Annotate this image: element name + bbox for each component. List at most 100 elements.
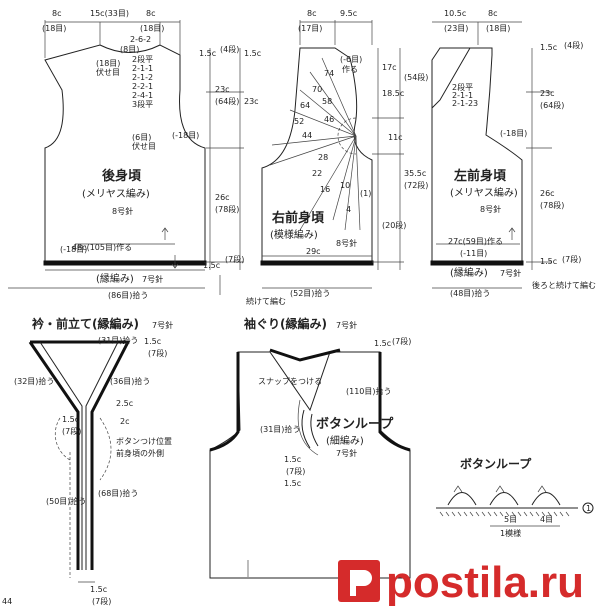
lf-top-dim-2: (23目) — [444, 24, 468, 33]
lf-width-note: 27c(59目)作る — [448, 236, 503, 246]
lf-arm-note-1: 2段平 — [452, 82, 473, 92]
back-h-7: 1.5c — [203, 261, 220, 270]
right-front-piece: 8c 9.5c (17目) (-6目) 作る 74 70 64 58 52 46… — [246, 9, 428, 306]
back-neck-note-1: 2-6-2 — [130, 35, 151, 44]
rf-neck-note: (-6目) — [340, 55, 362, 64]
back-h-5: 26c — [215, 193, 230, 202]
collar-dim-3: 2.5c — [116, 399, 133, 408]
back-side-label: (-18目) — [172, 131, 199, 140]
back-neck-note-4: 伏せ目 — [96, 67, 120, 77]
rf-row-4: 4 — [346, 205, 351, 214]
back-width-note: 48c(105目)作る — [72, 242, 132, 252]
back-arm-note-4: 2-2-1 — [132, 82, 153, 91]
armhole-loop-needle: 7号針 — [336, 448, 357, 458]
rf-h-5: 35.5c — [404, 169, 426, 178]
back-h-3: 23c — [215, 85, 230, 94]
rf-title: 右前身頃 — [271, 210, 325, 226]
armhole-dim-4: (7段) — [286, 466, 305, 476]
rf-top-dim-3: (17目) — [298, 24, 322, 33]
lf-hem-label: (縁編み) — [450, 266, 488, 279]
back-top-dim-left: 8c — [52, 9, 62, 18]
back-arm-note-7: (6目) — [132, 133, 151, 142]
rf-row-46: 46 — [324, 115, 334, 124]
lf-arm-note-2: 2-1-1 — [452, 91, 473, 100]
rf-row-16: 16 — [320, 185, 330, 194]
armhole-snap-note: スナップをつける — [258, 377, 322, 386]
lf-h-4: (64段) — [540, 100, 564, 110]
back-arm-note-1: 2段平 — [132, 54, 153, 64]
rf-h-4: 11c — [388, 133, 403, 142]
lf-top-dim-1: 10.5c — [444, 9, 466, 18]
lf-h-6: (78段) — [540, 200, 564, 210]
lf-bottom-count: (48目)拾う — [450, 288, 490, 298]
back-arm-note-3: 2-1-2 — [132, 73, 153, 82]
rf-row-58: 58 — [322, 97, 332, 106]
collar-count-1: (31目)拾う — [98, 335, 138, 345]
armhole-needle: 7号針 — [336, 320, 357, 330]
rf-row-74: 74 — [324, 69, 334, 78]
lf-bottom-note: 後ろと続けて編む — [532, 280, 596, 290]
back-h-8: (7段) — [225, 254, 244, 264]
button-loop-detail: ボタンループ 5目 1模様 4目 1 — [436, 456, 594, 538]
back-h-6: (78段) — [215, 204, 239, 214]
button-loop-marker: 1 — [586, 504, 591, 513]
collar-dim-1: 1.5c — [144, 337, 161, 346]
collar-band-piece: 衿・前立て(縁編み) 7号針 (31目)拾う (32目)拾う (36目)拾う (… — [14, 316, 173, 606]
rf-row-22: 22 — [312, 169, 322, 178]
collar-dim-7: 1.5c — [90, 585, 107, 594]
rf-h-2: 18.5c — [382, 89, 404, 98]
back-neck-note-3: (18目) — [96, 59, 120, 68]
collar-count-5: (50目)拾う — [46, 496, 86, 506]
back-top-count-left: (18目) — [42, 24, 66, 33]
back-top-dim-center: 15c(33目) — [90, 9, 129, 18]
back-arm-note-2: 2-1-1 — [132, 64, 153, 73]
lf-subtitle: (メリヤス編み) — [450, 186, 518, 199]
back-arm-note-5: 2-4-1 — [132, 91, 153, 100]
back-bottom-count: (86目)拾う — [108, 290, 148, 300]
armhole-title: 袖ぐり(縁編み) — [244, 316, 327, 331]
armhole-count-2: (31目)拾う — [260, 424, 300, 434]
lf-h-7: 1.5c — [540, 257, 557, 266]
lf-side-label: (-18目) — [500, 129, 527, 138]
button-loop-label-1: 5目 — [504, 515, 517, 524]
button-loop-title: ボタンループ — [460, 456, 532, 471]
watermark: postila.ru — [338, 558, 584, 607]
lf-h-1: 1.5c — [540, 43, 557, 52]
back-body-piece: 8c 15c(33目) 8c (18目) (18目) 2-6-2 (8目) (1… — [8, 9, 261, 300]
button-loop-label-2: 1模様 — [500, 528, 521, 538]
rf-row-1: (1) — [360, 189, 371, 198]
armhole-dim-1: 1.5c — [374, 339, 391, 348]
lf-h-2: (4段) — [564, 40, 583, 50]
rf-row-28: 28 — [318, 153, 328, 162]
lf-title: 左前身頃 — [454, 168, 507, 184]
collar-dim-5: (7段) — [62, 426, 81, 436]
rf-row-10: 10 — [340, 181, 350, 190]
rf-bottom-count: (52目)拾う — [290, 288, 330, 298]
watermark-text: postila.ru — [386, 558, 584, 607]
lf-arm-note-3: 2-1-23 — [452, 99, 478, 108]
collar-count-3: (36目)拾う — [110, 376, 150, 386]
button-loop-label-3: 4目 — [540, 515, 553, 524]
collar-side-note: 前身頃の外側 — [116, 448, 164, 458]
back-needle: 8号針 — [112, 206, 133, 216]
rf-neck-note2: 作る — [342, 64, 358, 74]
back-top-count-right: (18目) — [140, 24, 164, 33]
lf-h-8: (7段) — [562, 254, 581, 264]
collar-needle: 7号針 — [152, 320, 173, 330]
rf-subtitle: (模様編み) — [270, 228, 318, 241]
rf-row-52: 52 — [294, 117, 304, 126]
collar-count-2: (32目)拾う — [14, 376, 54, 386]
rf-h-6: (72段) — [404, 180, 428, 190]
back-neck-note-2: (8目) — [120, 45, 139, 54]
rf-row-44: 44 — [302, 131, 312, 140]
lf-needle: 8号針 — [480, 204, 501, 214]
armhole-dim-3: 1.5c — [284, 455, 301, 464]
back-h-right-2: 23c — [244, 97, 259, 106]
lf-width-note2: (-11目) — [460, 249, 487, 258]
back-hem-label: (縁編み) — [96, 272, 134, 285]
collar-button-note: ボタンつけ位置 — [116, 436, 172, 446]
back-title: 後身頃 — [102, 168, 142, 184]
collar-title: 衿・前立て(縁編み) — [32, 316, 139, 331]
armhole-count-1: (110目)拾う — [346, 386, 392, 396]
